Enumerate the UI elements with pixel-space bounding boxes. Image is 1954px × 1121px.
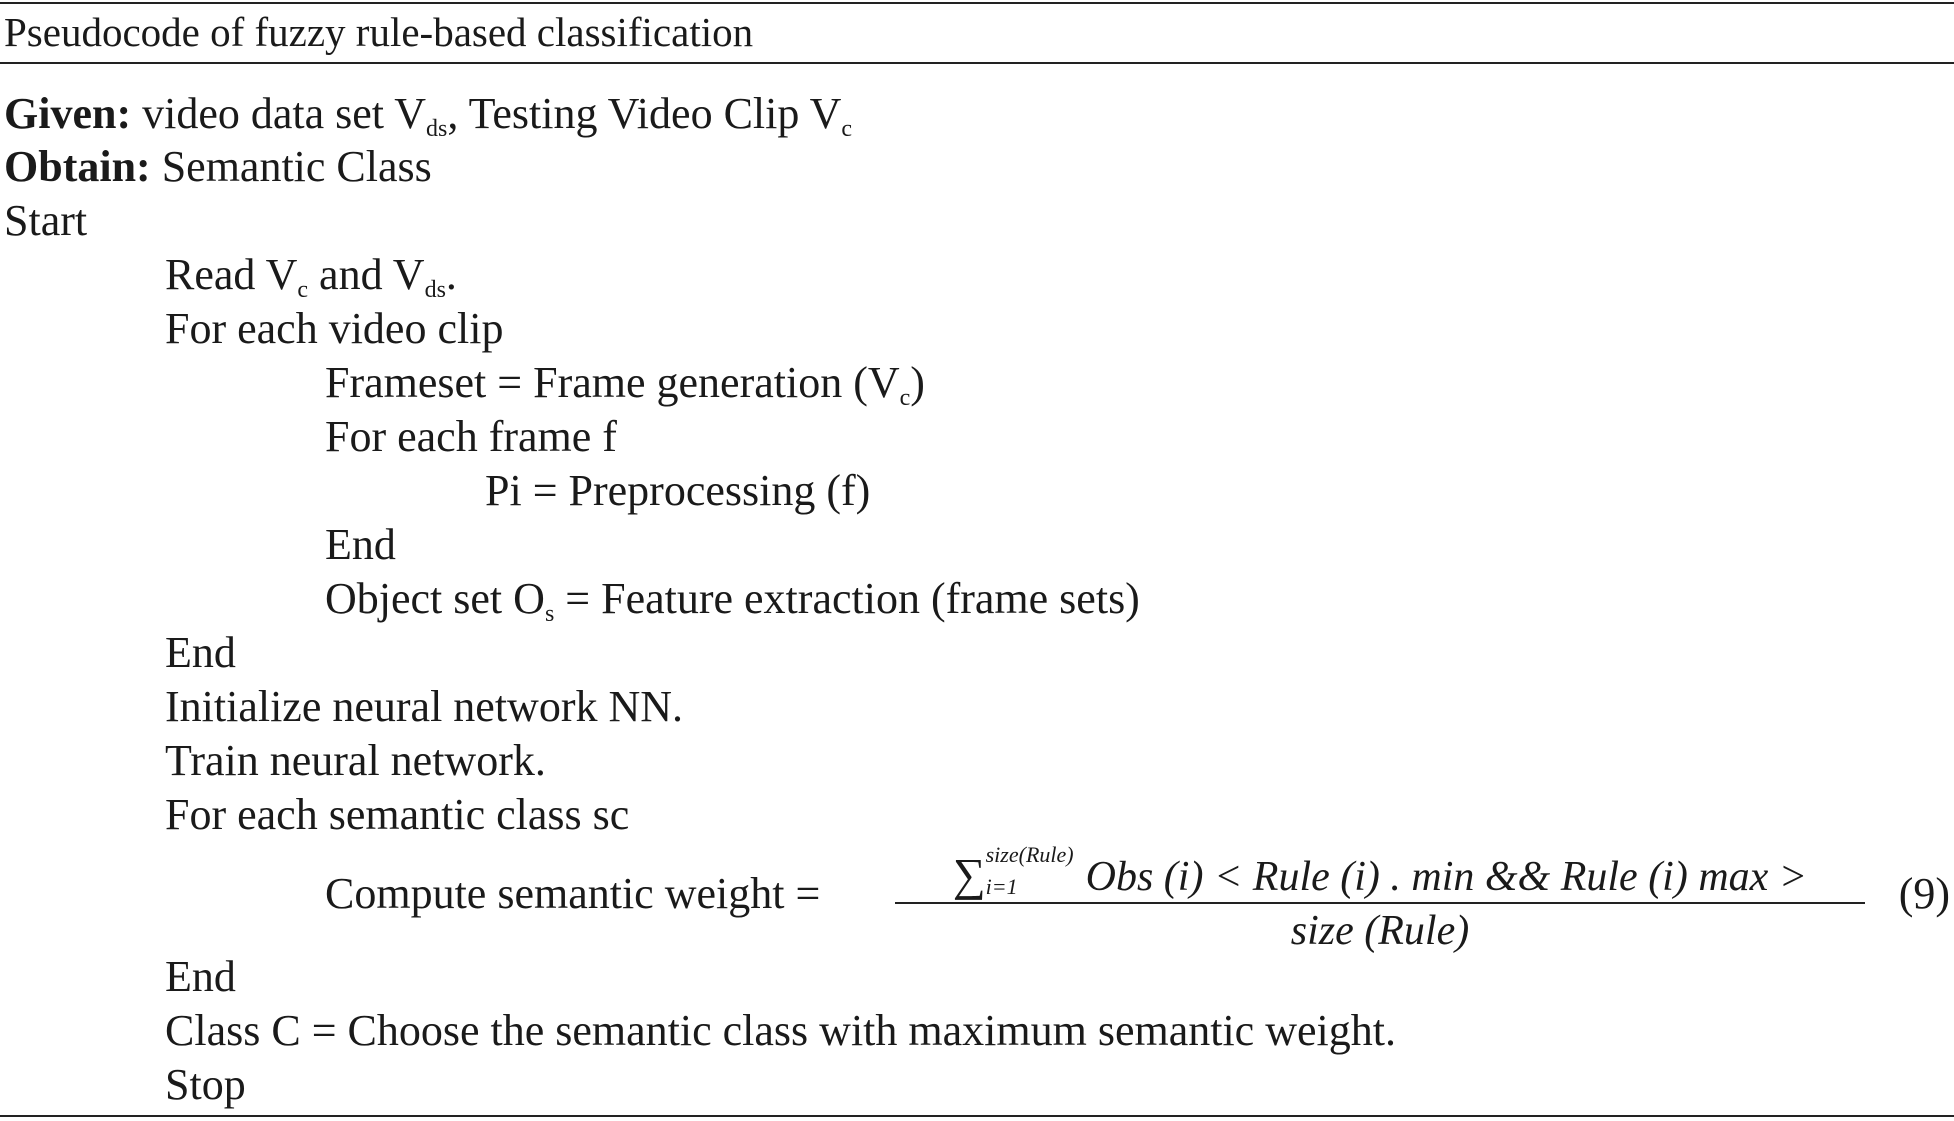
read-line: Read Vc and Vds. bbox=[165, 249, 457, 303]
for-class-line: For each semantic class sc bbox=[165, 790, 630, 839]
object-set-text-b: = Feature extraction (frame sets) bbox=[554, 574, 1140, 623]
sum-lower-limit: i=1 bbox=[985, 874, 1018, 899]
given-sub-b: c bbox=[841, 116, 852, 142]
obtain-label: Obtain: bbox=[4, 142, 151, 191]
given-sub-a: ds bbox=[426, 116, 448, 142]
given-line: Given: video data set Vds, Testing Video… bbox=[4, 88, 852, 142]
for-clip-line: For each video clip bbox=[165, 304, 504, 353]
read-text-a: Read V bbox=[165, 250, 298, 299]
stop-line: Stop bbox=[165, 1060, 246, 1109]
semantic-weight-fraction: ∑size(Rule) i=1 Obs (i) < Rule (i) . min &… bbox=[895, 844, 1865, 958]
given-text-b: , Testing Video Clip V bbox=[447, 89, 842, 138]
frameset-text-a: Frameset = Frame generation (V bbox=[325, 358, 900, 407]
equation-number: (9) bbox=[1898, 869, 1950, 918]
frameset-line: Frameset = Frame generation (Vc) bbox=[325, 357, 925, 411]
caption-rule bbox=[0, 62, 1954, 64]
bottom-rule bbox=[0, 1115, 1954, 1117]
end-outer-line: End bbox=[165, 628, 236, 677]
sum-upper-limit: size(Rule) bbox=[985, 842, 1074, 867]
preprocessing-line: Pi = Preprocessing (f) bbox=[485, 466, 871, 515]
compute-equation: Compute semantic weight = ∑size(Rule) i=1… bbox=[325, 844, 1950, 958]
read-sub-b: ds bbox=[424, 277, 446, 303]
sum-symbol: ∑ bbox=[952, 849, 986, 900]
fraction-denominator: size (Rule) bbox=[1290, 908, 1470, 954]
given-label: Given: bbox=[4, 89, 132, 138]
for-frame-line: For each frame f bbox=[325, 412, 617, 461]
given-text-a: video data set V bbox=[131, 89, 427, 138]
frameset-text-b: ) bbox=[910, 358, 925, 407]
frameset-sub-a: c bbox=[899, 385, 911, 411]
obtain-line: Obtain: Semantic Class bbox=[4, 141, 432, 193]
train-nn-line: Train neural network. bbox=[165, 736, 546, 785]
start-line: Start bbox=[4, 196, 88, 245]
object-set-sub-a: s bbox=[544, 601, 555, 627]
read-text-c: . bbox=[445, 250, 457, 299]
top-rule bbox=[0, 2, 1954, 4]
compute-label: Compute semantic weight = bbox=[325, 869, 821, 918]
end-inner-line: End bbox=[325, 520, 396, 569]
object-set-line: Object set Os = Feature extraction (fram… bbox=[325, 573, 1140, 627]
fraction-bar bbox=[895, 902, 1865, 904]
read-text-b: and V bbox=[308, 250, 425, 299]
obtain-text: Semantic Class bbox=[150, 142, 432, 191]
choose-class-line: Class C = Choose the semantic class with… bbox=[165, 1006, 1396, 1055]
end-class-line: End bbox=[165, 952, 236, 1001]
sum-limits: size(Rule) i=1 bbox=[985, 844, 1086, 900]
object-set-text-a: Object set O bbox=[325, 574, 545, 623]
fraction-numerator: ∑size(Rule) i=1 Obs (i) < Rule (i) . min &… bbox=[895, 844, 1865, 902]
init-nn-line: Initialize neural network NN. bbox=[165, 682, 684, 731]
numerator-expression: Obs (i) < Rule (i) . min && Rule (i) max… bbox=[1085, 854, 1808, 900]
read-sub-a: c bbox=[297, 277, 309, 303]
pseudocode-caption: Pseudocode of fuzzy rule-based classific… bbox=[4, 9, 754, 55]
